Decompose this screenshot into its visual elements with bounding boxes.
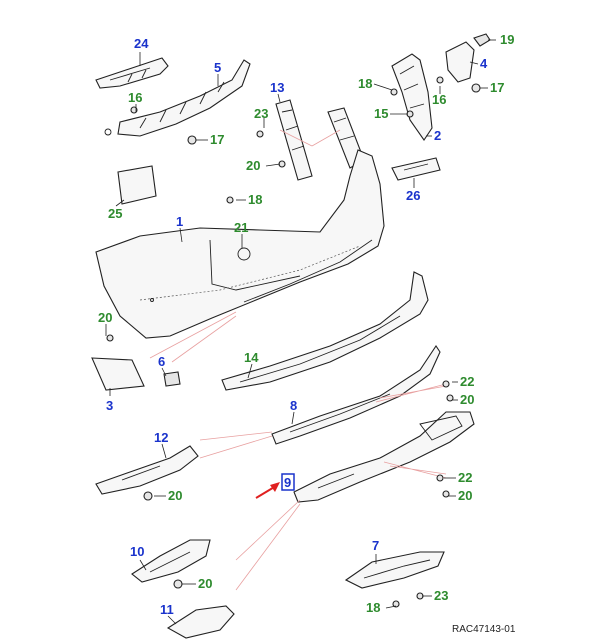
callout-19: 19 [500,32,514,47]
part-5 [104,59,251,137]
part-2 [391,53,433,141]
callout-20: 20 [246,158,260,173]
part-14 [221,271,429,391]
callout-15: 15 [374,106,388,121]
pink-leader-lines [149,129,447,591]
callout-13: 13 [270,80,284,95]
part-9 [293,411,475,503]
reference-code: RAC47143-01 [452,624,516,635]
part-1-bumper [95,149,385,339]
part-13 [275,99,313,181]
callout-4: 4 [480,56,488,71]
callout-23: 23 [434,588,448,603]
part-3 [91,357,145,391]
callout-leaders [105,39,496,625]
callout-20: 20 [168,488,182,503]
callout-18: 18 [358,76,372,91]
part-19 [473,33,491,47]
callout-5: 5 [214,60,221,75]
callout-7: 7 [372,538,379,553]
callout-21: 21 [234,220,248,235]
part-26 [391,157,441,181]
callout-18: 18 [248,192,262,207]
callout-23: 23 [254,106,268,121]
callout-20: 20 [198,576,212,591]
part-4 [445,41,475,83]
highlight-part-9 [255,473,295,499]
callout-20: 20 [98,310,112,325]
callout-26: 26 [406,188,420,203]
callout-25: 25 [108,206,122,221]
callout-17: 17 [490,80,504,95]
callout-22: 22 [458,470,472,485]
callout-18: 18 [366,600,380,615]
callout-16: 16 [128,90,142,105]
callout-8: 8 [290,398,297,413]
callout-10: 10 [130,544,144,559]
part-12 [95,445,199,495]
callout-20: 20 [458,488,472,503]
part-25 [117,165,157,205]
part-6 [163,371,181,387]
part-7 [344,551,445,589]
callout-20: 20 [460,392,474,407]
callout-22: 22 [460,374,474,389]
callout-9: 9 [284,475,291,490]
callout-24: 24 [134,36,149,51]
part-11 [166,605,235,639]
part-10 [131,539,211,583]
callout-2: 2 [434,128,441,143]
callout-6: 6 [158,354,165,369]
callout-11: 11 [160,602,174,617]
callout-17: 17 [210,132,224,147]
callout-16: 16 [432,92,446,107]
callout-1: 1 [176,214,183,229]
callout-12: 12 [154,430,168,445]
part-8 [271,345,441,445]
callout-14: 14 [244,350,259,365]
callout-3: 3 [106,398,113,413]
part-24 [95,57,169,89]
callout-labels: 24 5 16 17 13 23 20 18 15 16 19 4 17 2 2… [98,32,514,617]
